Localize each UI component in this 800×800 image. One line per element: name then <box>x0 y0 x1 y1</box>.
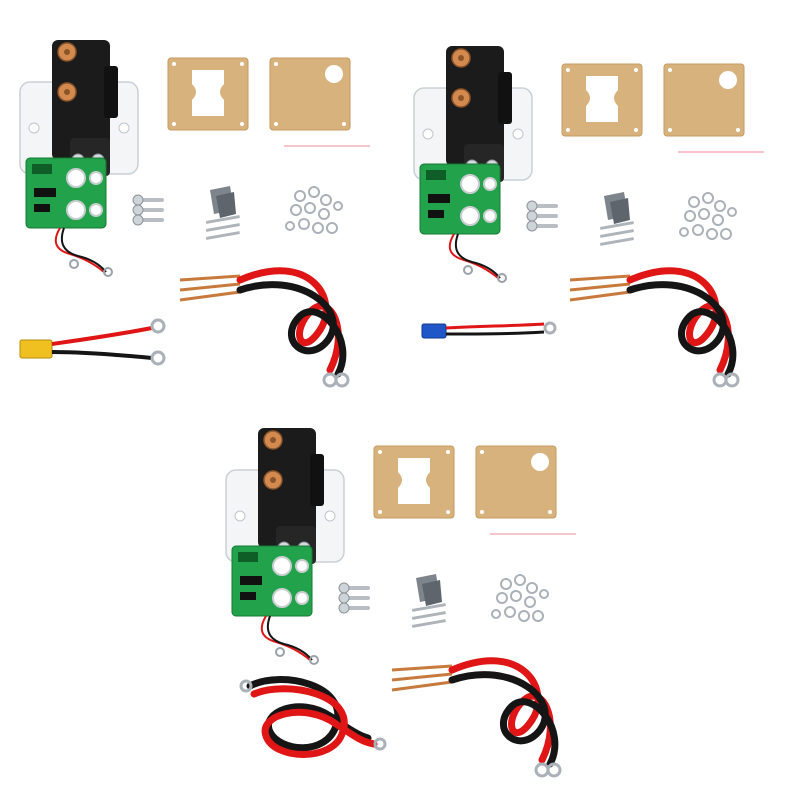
battery-cable-ring-lugs <box>239 676 387 758</box>
kit-top-left <box>19 39 371 386</box>
kit-bottom <box>225 427 577 776</box>
battery-cable-xt60 <box>19 318 166 366</box>
battery-cable-ec2 <box>421 321 557 339</box>
kit-top-right <box>413 45 765 386</box>
